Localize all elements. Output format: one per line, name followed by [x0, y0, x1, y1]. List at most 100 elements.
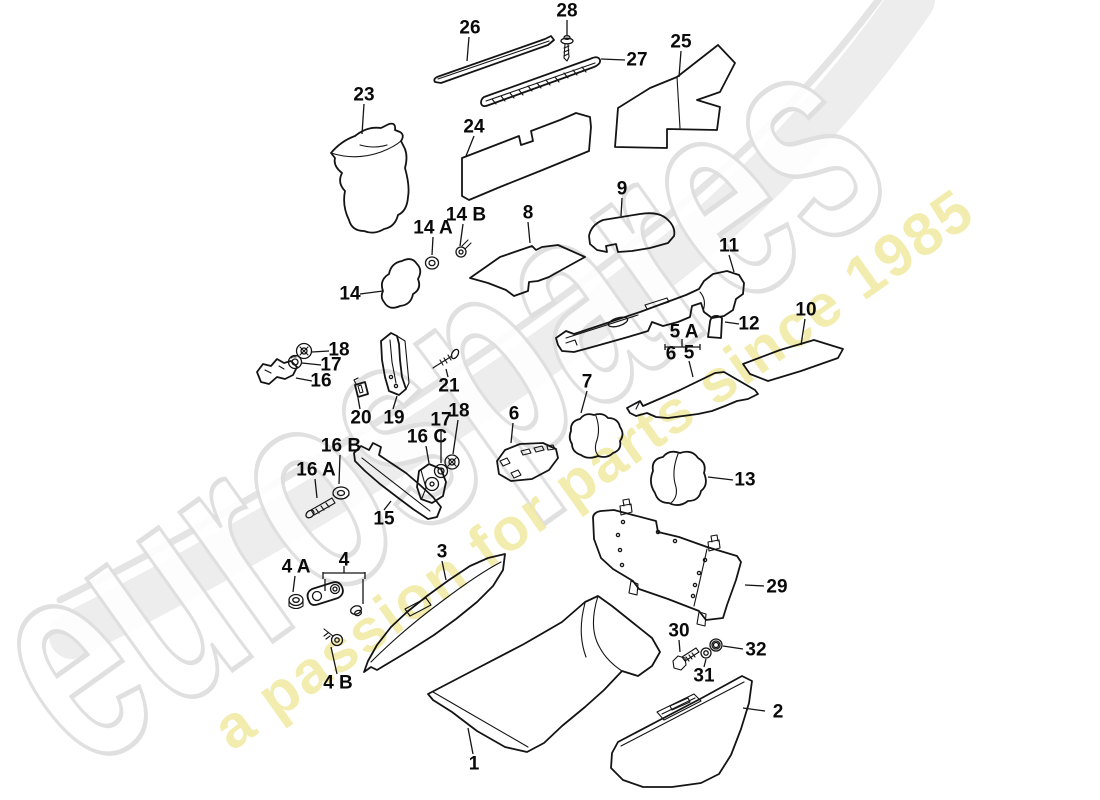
part-shape-27 [480, 56, 602, 108]
part-detail-30 [672, 655, 687, 671]
part-detail-30 [681, 647, 700, 662]
part-fastener-4 [332, 586, 338, 592]
part-label-17b[interactable]: 17 [430, 410, 451, 431]
part-group-14B: 14 B [446, 205, 486, 258]
part-detail-29 [628, 580, 639, 596]
part-group-16B: 16 B [321, 436, 361, 500]
part-label-16C[interactable]: 16 C [407, 427, 447, 448]
part-group-17a: 17 [287, 355, 342, 376]
part-group-30: 30 [668, 621, 700, 671]
part-label-6-group[interactable]: 6 [666, 344, 677, 365]
part-label-4[interactable]: 4 [339, 550, 350, 571]
part-label-16A[interactable]: 16 A [296, 460, 336, 481]
part-label-3[interactable]: 3 [437, 542, 448, 563]
part-group-23: 23 [330, 85, 410, 234]
watermark-swoosh-2 [49, 0, 935, 659]
part-detail-19 [389, 339, 397, 384]
part-label-5[interactable]: 5 [684, 343, 695, 364]
part-detail-16A [310, 497, 336, 516]
part-label-9[interactable]: 9 [617, 179, 628, 200]
part-fastener-29 [692, 582, 698, 588]
leader-line-23 [361, 103, 365, 135]
part-label-2[interactable]: 2 [773, 702, 784, 723]
part-label-28[interactable]: 28 [556, 1, 577, 22]
part-fastener-29 [696, 570, 702, 576]
leader-line-16C [425, 445, 430, 464]
part-label-19[interactable]: 19 [383, 408, 404, 429]
part-label-14B[interactable]: 14 B [446, 205, 486, 226]
leader-line-26 [466, 36, 470, 62]
part-shape-4 [306, 581, 344, 606]
part-label-32[interactable]: 32 [745, 640, 766, 661]
part-label-7[interactable]: 7 [582, 372, 593, 393]
part-fastener-21 [450, 348, 460, 360]
part-detail-29 [696, 611, 707, 627]
part-label-14A[interactable]: 14 A [413, 218, 453, 239]
part-label-24[interactable]: 24 [463, 117, 485, 138]
part-detail-28 [563, 45, 570, 57]
part-detail-25 [676, 76, 681, 129]
part-shape-1 [427, 595, 661, 753]
part-label-29[interactable]: 29 [766, 577, 787, 598]
part-group-2: 2 [610, 675, 784, 788]
part-fastener-29 [690, 593, 696, 599]
leader-line-14A [431, 236, 434, 256]
part-shape-29 [592, 509, 742, 621]
part-label-16B[interactable]: 16 B [321, 436, 361, 457]
part-label-21[interactable]: 21 [438, 376, 460, 397]
part-label-11[interactable]: 11 [719, 236, 740, 257]
leader-line-11 [728, 254, 735, 273]
part-label-14[interactable]: 14 [339, 284, 361, 305]
leader-line-21 [445, 368, 449, 378]
part-label-20[interactable]: 20 [350, 408, 371, 429]
part-group-20: 20 [350, 377, 372, 429]
part-fastener-4B [330, 633, 344, 647]
part-fastener-31 [703, 650, 709, 656]
part-detail-7 [594, 415, 600, 457]
part-group-26: 26 [433, 18, 555, 84]
part-group-6: 6 [496, 404, 559, 482]
part-label-31[interactable]: 31 [693, 666, 715, 687]
part-label-13[interactable]: 13 [734, 470, 755, 491]
leader-line-14B [459, 223, 464, 247]
leader-line-17a [301, 362, 322, 366]
part-label-1[interactable]: 1 [469, 754, 480, 775]
part-label-6[interactable]: 6 [509, 404, 520, 425]
part-label-27[interactable]: 27 [626, 50, 647, 71]
part-detail-6 [499, 457, 511, 467]
part-shape-16 [256, 358, 298, 385]
part-group-4B: 4 B [323, 628, 353, 694]
part-fastener-4 [350, 605, 362, 615]
part-label-17a[interactable]: 17 [320, 355, 341, 376]
part-label-25[interactable]: 25 [670, 32, 692, 53]
part-detail-3 [404, 597, 432, 617]
part-detail-29 [693, 548, 708, 607]
part-label-15[interactable]: 15 [373, 509, 395, 530]
part-label-10[interactable]: 10 [795, 300, 816, 321]
part-detail-15 [361, 457, 431, 512]
part-label-26[interactable]: 26 [459, 18, 480, 39]
part-group-29: 29 [592, 498, 788, 627]
part-fastener-16A [305, 509, 315, 519]
part-detail-11 [644, 297, 670, 310]
watermark-swoosh-0 [56, 0, 883, 604]
part-label-4B[interactable]: 4 B [323, 673, 353, 694]
part-label-4A[interactable]: 4 A [282, 557, 311, 578]
part-label-18b[interactable]: 18 [448, 401, 469, 422]
part-group-7: 7 [568, 372, 624, 459]
part-detail-23 [359, 144, 388, 148]
part-detail-4B [323, 632, 331, 640]
part-group-18a: 18 [295, 340, 350, 361]
part-label-18a[interactable]: 18 [328, 340, 349, 361]
part-fastener-14B [455, 246, 467, 258]
part-label-23[interactable]: 23 [353, 85, 374, 106]
part-label-12[interactable]: 12 [738, 314, 759, 335]
part-label-5A[interactable]: 5 A [670, 322, 699, 343]
part-group-4: 4 [306, 550, 363, 617]
part-label-30[interactable]: 30 [668, 621, 689, 642]
part-label-8[interactable]: 8 [523, 203, 534, 224]
part-fastener-18b [448, 458, 456, 466]
part-label-16[interactable]: 16 [310, 371, 331, 392]
part-detail-6 [546, 444, 556, 451]
